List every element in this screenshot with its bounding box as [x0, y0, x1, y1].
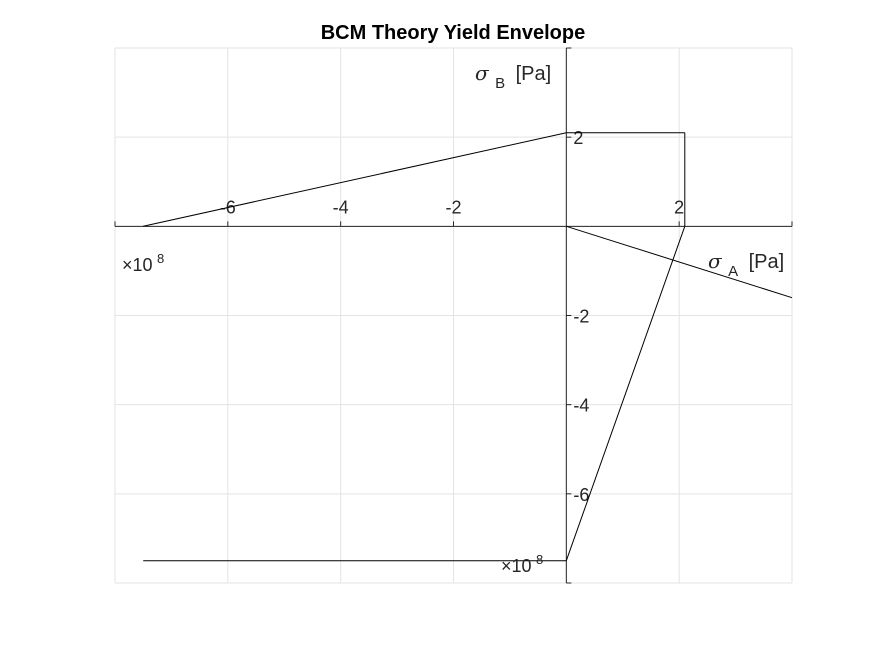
x-multiplier-exponent: 8 [157, 251, 164, 266]
y-multiplier-base: ×10 [501, 556, 532, 576]
y-tick-label: -6 [573, 485, 589, 505]
y-tick-label: 2 [573, 128, 583, 148]
x-axis-multiplier: ×10 8 [122, 251, 164, 275]
x-tick-label: -2 [445, 197, 461, 217]
y-tick-label: -4 [573, 396, 589, 416]
chart-title: BCM Theory Yield Envelope [321, 22, 586, 44]
y-axis-unit: [Pa] [516, 63, 552, 85]
x-axis-unit: [Pa] [749, 251, 785, 273]
yield-envelope [143, 132, 793, 562]
y-multiplier-exponent: 8 [536, 552, 543, 567]
grid [114, 47, 793, 584]
x-axis-symbol: σ [708, 249, 723, 273]
envelope-segment [143, 132, 567, 227]
y-axis-symbol: σ [475, 61, 490, 85]
x-axis-label: σ A [Pa] [708, 249, 784, 280]
y-axis-multiplier: ×10 8 [501, 552, 543, 576]
y-axis-subscript: B [495, 75, 505, 92]
x-multiplier-base: ×10 [122, 255, 153, 275]
x-axis-subscript: A [728, 263, 738, 280]
y-tick-label: -2 [573, 307, 589, 327]
envelope-segment [566, 225, 793, 299]
x-tick-label: -4 [333, 197, 349, 217]
envelope-segment [565, 226, 686, 561]
x-tick-label: 2 [674, 197, 684, 217]
y-axis-label: σ B [Pa] [475, 61, 551, 92]
